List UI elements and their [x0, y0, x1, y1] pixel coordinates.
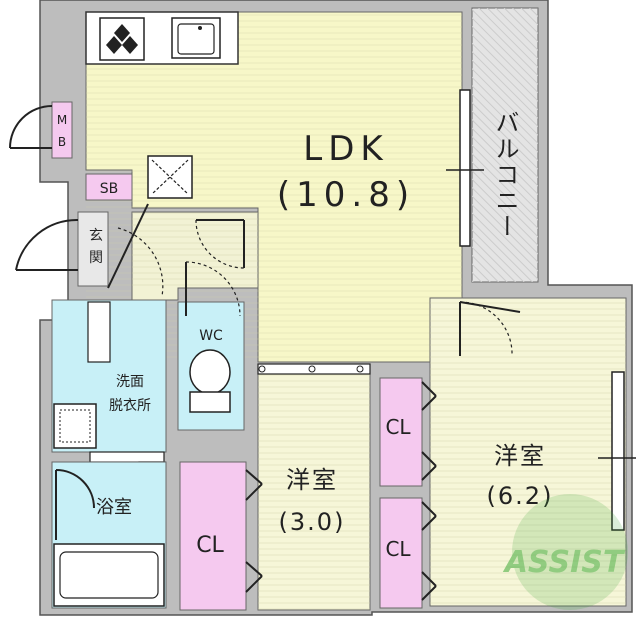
- wc-label: WC: [199, 328, 223, 344]
- western-window: [611, 371, 625, 531]
- sink-icon: [171, 17, 221, 59]
- mb-label-bottom: B: [58, 135, 66, 149]
- assist-logo: ASSIST: [503, 494, 628, 610]
- door-swing-icon: [195, 219, 245, 269]
- entrance: 玄 関 玄関: [15, 203, 164, 297]
- balcony: バルコニー: [446, 7, 539, 283]
- western-room-small: [257, 367, 371, 611]
- vanity-sink-icon: [87, 301, 111, 363]
- stove-icon: [99, 17, 145, 61]
- mb-closet: M B MB: [9, 101, 73, 159]
- closet-right-bottom-label: CL: [385, 537, 411, 561]
- sb-label: SB: [100, 181, 119, 197]
- balcony-label: バルコニー: [491, 110, 519, 240]
- bathtub-icon: [53, 543, 165, 607]
- door-swing-icon: [459, 301, 521, 357]
- toilet-icon: [189, 349, 231, 413]
- closet-right-top: [379, 377, 437, 487]
- bath-label: 浴室: [96, 497, 132, 518]
- wc-room: WC: [177, 261, 245, 431]
- washing-machine-icon: [53, 403, 97, 449]
- western-large-size-label: (6.2): [487, 482, 554, 510]
- washroom-label-line2: 脱衣所: [109, 398, 151, 414]
- bathroom: 浴室: [51, 461, 167, 609]
- western-room-large: [429, 297, 636, 607]
- kitchen-counter: [85, 11, 239, 65]
- ldk-size-label: (10.8): [277, 175, 415, 215]
- fridge-space-icon: [147, 155, 193, 199]
- ldk-name-label: LDK: [303, 129, 388, 169]
- western-small-name-label: 洋室: [286, 466, 338, 494]
- washroom: 洗面 脱衣所: [51, 299, 167, 473]
- closet-left-label: CL: [196, 533, 224, 558]
- bath-door: [89, 451, 165, 463]
- mb-label-top: M: [57, 113, 67, 127]
- closet-right-top-label: CL: [385, 415, 411, 439]
- sliding-door: [257, 363, 371, 375]
- closet-right-bottom: [379, 497, 437, 609]
- western-small-size-label: (3.0): [279, 508, 346, 536]
- entrance-label-1: 玄: [89, 227, 103, 244]
- balcony-window: [459, 89, 471, 247]
- washroom-label-line1: 洗面: [116, 374, 144, 390]
- sb-closet: SB: [85, 173, 133, 201]
- western-large-name-label: 洋室: [494, 442, 546, 470]
- entrance-label-2: 関: [89, 250, 103, 266]
- closet-left: [179, 461, 263, 611]
- logo-text: ASSIST: [503, 545, 626, 580]
- hallway: [131, 211, 259, 301]
